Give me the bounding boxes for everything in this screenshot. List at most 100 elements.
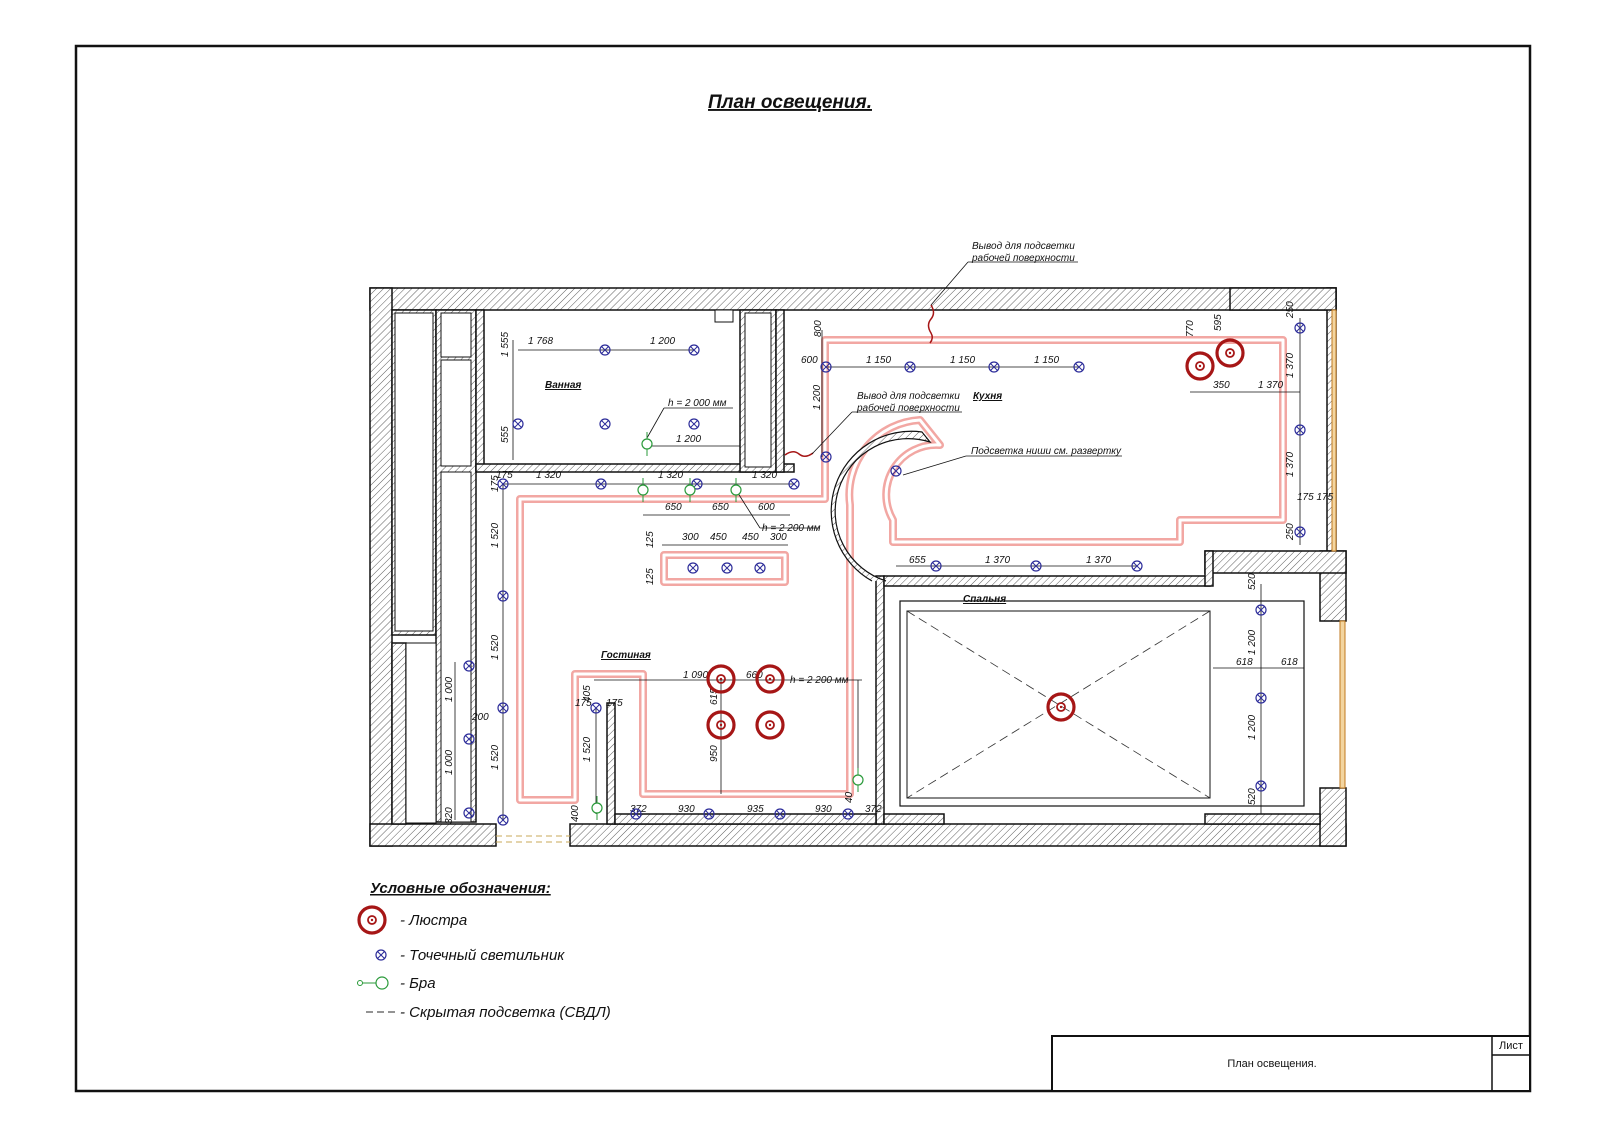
hidden-led-strips xyxy=(516,336,1287,804)
dimension-label: 595 xyxy=(1213,314,1224,331)
sconce-legend-icon xyxy=(357,976,389,990)
dimension-label: 175 175 xyxy=(1297,492,1334,503)
title-block: Лист План освещения. xyxy=(1051,1035,1531,1092)
dimension-label: 1 768 xyxy=(528,336,553,347)
dimension-label: 618 xyxy=(1236,657,1253,668)
dimension-label: 1 090 xyxy=(683,670,708,681)
dimension-label: 175 xyxy=(575,698,592,709)
dimension-label: 600 xyxy=(758,502,775,513)
dimension-label: 250 xyxy=(1285,523,1296,541)
dimension-label: 650 xyxy=(712,502,729,513)
spotlight-icon xyxy=(721,562,733,574)
dimension-label: 1 150 xyxy=(866,355,891,366)
chandelier-legend-icon xyxy=(357,905,387,935)
dimension-label: 1 320 xyxy=(752,470,777,481)
stamp-title: План освещения. xyxy=(1227,1058,1316,1070)
callout-leaders xyxy=(646,261,1122,774)
dimension-label: 400 xyxy=(570,805,581,822)
callout-h2200b: h = 2 200 мм xyxy=(790,675,849,686)
dimension-label: 1 370 xyxy=(1258,380,1283,391)
dimension-label: 40 xyxy=(844,791,855,803)
chandelier-icon xyxy=(1046,692,1076,722)
dimension-label: 1 520 xyxy=(490,523,501,548)
dimension-label: 650 xyxy=(665,502,682,513)
dimension-label: 350 xyxy=(1213,380,1230,391)
dimension-label: 1 320 xyxy=(536,470,561,481)
light-fixtures xyxy=(463,322,1306,826)
dimension-label: 125 xyxy=(645,531,656,548)
dimension-label: 175 xyxy=(606,698,623,709)
spotlight-icon xyxy=(687,562,699,574)
dimension-label: 655 xyxy=(909,555,926,566)
dimension-label: 1 555 xyxy=(500,332,511,357)
dimension-label: 450 xyxy=(742,532,759,543)
dimension-label: 520 xyxy=(1247,573,1258,590)
dimension-label: 405 xyxy=(582,685,593,702)
room-label-kitchen: Кухня xyxy=(973,391,1002,402)
dimension-label: 1 150 xyxy=(950,355,975,366)
dimension-label: 1 320 xyxy=(658,470,683,481)
dimension-label: 372 xyxy=(865,804,882,815)
sheet-label: Лист xyxy=(1499,1040,1523,1052)
sconce-icon xyxy=(684,484,696,496)
callout-h2000: h = 2 000 мм xyxy=(668,398,727,409)
dimension-label: 1 520 xyxy=(490,635,501,660)
callout-niche: Подсветка ниши см. развертку xyxy=(971,446,1122,457)
room-label-bathroom: Ванная xyxy=(545,380,581,391)
dimension-label: 1 150 xyxy=(1034,355,1059,366)
dimension-label: 1 370 xyxy=(985,555,1010,566)
legend-chandelier: - Люстра xyxy=(400,912,467,929)
dimension-label: 1 200 xyxy=(1247,715,1258,740)
legend: Условные обозначения: - Люстра - Точечны… xyxy=(357,880,611,1021)
dimension-lines xyxy=(454,318,1304,820)
page-title: План освещения. xyxy=(708,92,872,113)
sconce-icon xyxy=(637,484,649,496)
dimension-label: 600 xyxy=(801,355,818,366)
dimension-label: 1 370 xyxy=(1285,353,1296,378)
dimension-label: 930 xyxy=(815,804,832,815)
sconce-icon xyxy=(641,438,653,450)
sconce-icon xyxy=(591,802,603,814)
dimension-label: 175 xyxy=(496,470,513,481)
room-label-living: Гостиная xyxy=(601,650,651,661)
dimension-labels: 1 768 1 200 1 555 555 1 200 1 320 1 320 1 320 17… xyxy=(444,301,1334,824)
dimension-label: 660 xyxy=(746,670,763,681)
sconce-icon xyxy=(852,774,864,786)
dimension-label: 450 xyxy=(710,532,727,543)
dimension-label: 320 xyxy=(444,807,455,824)
dimension-label: 935 xyxy=(747,804,764,815)
walls xyxy=(369,287,1347,847)
spot-legend-icon xyxy=(375,949,387,961)
dimension-label: 1 370 xyxy=(1285,452,1296,477)
chandelier-icon xyxy=(755,710,785,740)
dimension-label: 1 520 xyxy=(490,745,501,770)
dimension-label: 1 200 xyxy=(1247,630,1258,655)
dimension-label: 930 xyxy=(678,804,695,815)
dimension-label: 175 xyxy=(490,475,501,492)
legend-spot: - Точечный светильник xyxy=(400,947,565,964)
dimension-label: 300 xyxy=(682,532,699,543)
legend-heading: Условные обозначения: xyxy=(370,880,551,897)
callout-h2200a: h = 2 200 мм xyxy=(762,523,821,534)
sconce-icon xyxy=(730,484,742,496)
drawing-frame xyxy=(74,44,1532,1093)
dimension-label: 1 370 xyxy=(1086,555,1111,566)
dimension-label: 1 200 xyxy=(812,385,823,410)
dimension-label: 555 xyxy=(500,426,511,443)
dimension-label: 1 520 xyxy=(582,737,593,762)
dimension-label: 1 200 xyxy=(650,336,675,347)
spotlight-icon xyxy=(512,418,524,430)
dimension-label: 950 xyxy=(709,745,720,762)
dimension-label: 520 xyxy=(1247,788,1258,805)
chandelier-icon xyxy=(1185,351,1215,381)
dimension-label: 125 xyxy=(645,568,656,585)
legend-sconce: - Бра xyxy=(400,975,436,992)
dimension-label: 200 xyxy=(471,712,489,723)
room-label-bedroom: Спальня xyxy=(963,594,1006,605)
spotlight-icon xyxy=(599,418,611,430)
dimension-label: 618 xyxy=(1281,657,1298,668)
spotlight-icon xyxy=(688,418,700,430)
